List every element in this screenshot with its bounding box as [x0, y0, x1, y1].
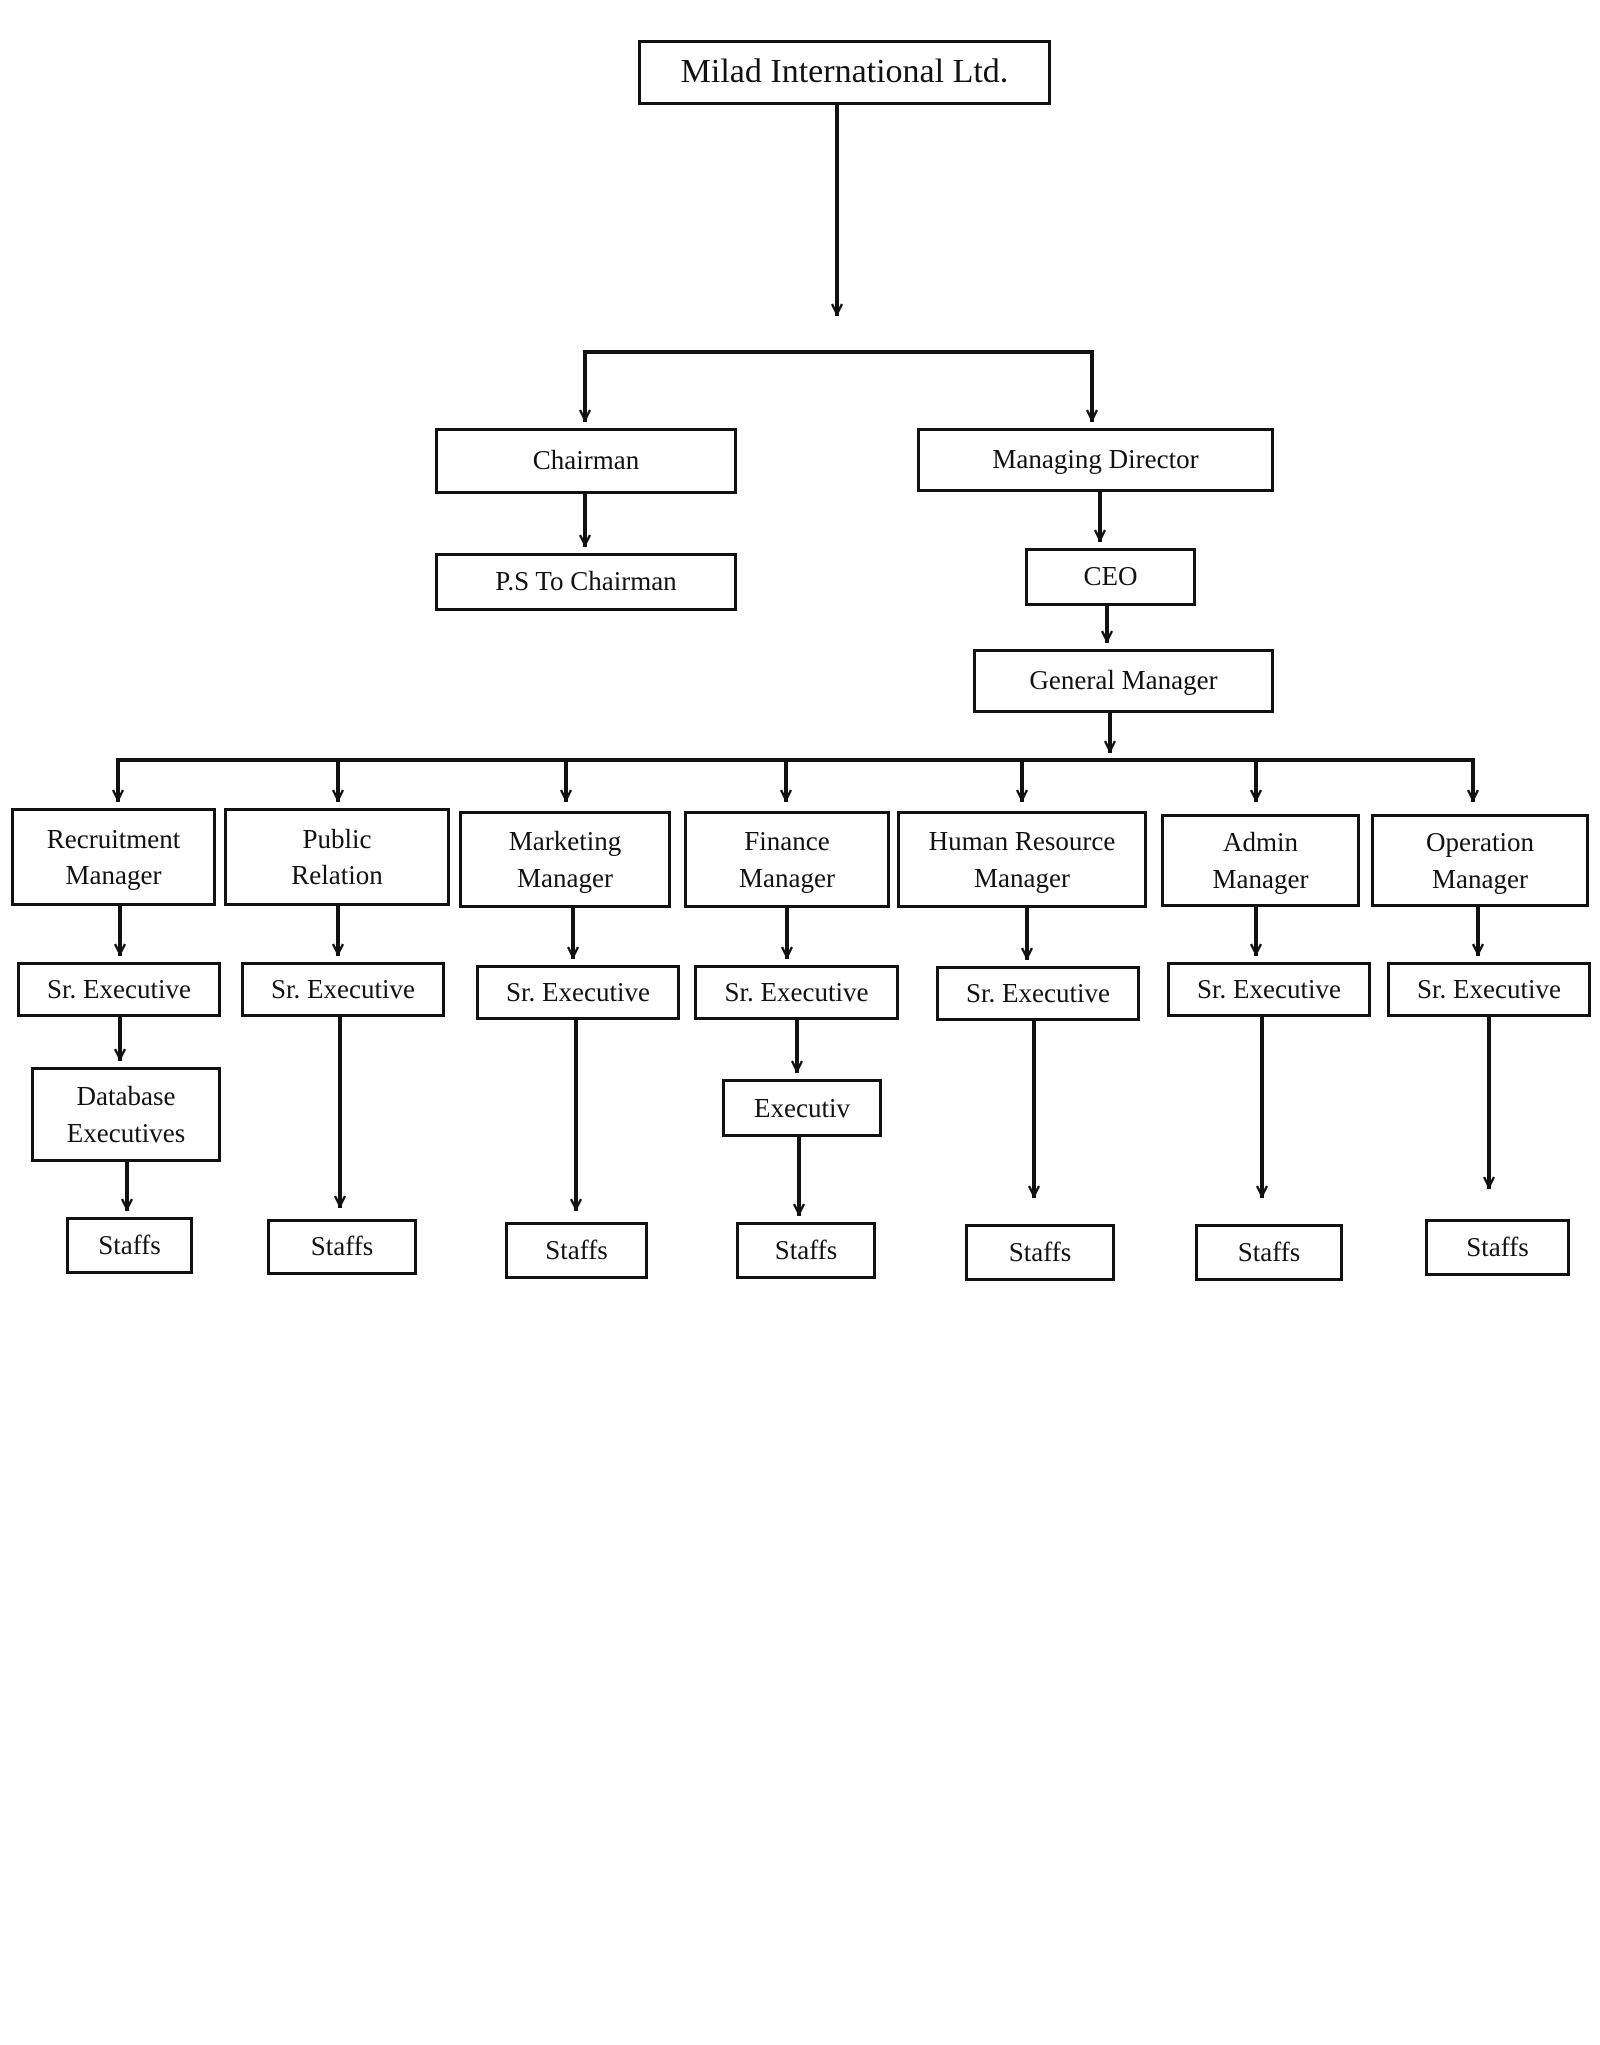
human-resource-manager-label: Human Resource Manager — [928, 826, 1116, 893]
admin-sr-executive-label: Sr. Executive — [1197, 974, 1341, 1005]
finance-staffs-label: Staffs — [774, 1234, 838, 1265]
human-resource-staffs-label: Staffs — [1008, 1236, 1072, 1267]
finance-sr-executive-label: Sr. Executive — [724, 977, 869, 1008]
marketing-sr-executive-label: Sr. Executive — [506, 977, 650, 1008]
managing-director-label: Managing Director — [992, 444, 1199, 475]
marketing-staffs-label: Staffs — [545, 1234, 608, 1265]
ps-to-chairman-box: P.S To Chairman — [435, 553, 737, 611]
finance-manager-box: Finance Manager — [684, 811, 890, 908]
public-relation-sr-executive-box: Sr. Executive — [241, 962, 445, 1017]
public-relation-sr-executive-label: Sr. Executive — [271, 974, 415, 1005]
database-executives-label: Database Executives — [66, 1081, 186, 1148]
admin-manager-box: Admin Manager — [1161, 814, 1360, 907]
admin-staffs-box: Staffs — [1195, 1224, 1343, 1281]
finance-manager-label: Finance Manager — [739, 826, 835, 893]
marketing-staffs-box: Staffs — [505, 1222, 648, 1279]
operation-sr-executive-label: Sr. Executive — [1417, 974, 1561, 1005]
recruitment-staffs-label: Staffs — [98, 1229, 161, 1260]
operation-staffs-label: Staffs — [1466, 1231, 1529, 1262]
human-resource-manager-box: Human Resource Manager — [897, 811, 1147, 908]
ceo-label: CEO — [1083, 561, 1138, 592]
chairman-box: Chairman — [435, 428, 737, 494]
recruitment-manager-label: Recruitment Manager — [46, 823, 181, 890]
recruitment-sr-executive-label: Sr. Executive — [47, 974, 191, 1005]
operation-staffs-box: Staffs — [1425, 1219, 1570, 1276]
recruitment-staffs-box: Staffs — [66, 1217, 193, 1274]
org-root-label: Milad International Ltd. — [680, 53, 1009, 91]
finance-sr-executive-box: Sr. Executive — [694, 965, 899, 1020]
marketing-manager-box: Marketing Manager — [459, 811, 671, 908]
public-relation-box: Public Relation — [224, 808, 450, 906]
admin-manager-label: Admin Manager — [1212, 827, 1309, 894]
public-relation-staffs-box: Staffs — [267, 1219, 417, 1275]
finance-executiv-label: Executiv — [754, 1092, 850, 1123]
chairman-label: Chairman — [532, 445, 640, 476]
admin-staffs-label: Staffs — [1237, 1236, 1301, 1267]
public-relation-staffs-label: Staffs — [310, 1231, 374, 1262]
admin-sr-executive-box: Sr. Executive — [1167, 962, 1371, 1017]
ps-to-chairman-label: P.S To Chairman — [495, 566, 677, 597]
marketing-sr-executive-box: Sr. Executive — [476, 965, 680, 1020]
org-root-box: Milad International Ltd. — [638, 40, 1051, 105]
finance-executiv-box: Executiv — [722, 1079, 882, 1137]
recruitment-manager-box: Recruitment Manager — [11, 808, 216, 906]
database-executives-box: Database Executives — [31, 1067, 221, 1162]
human-resource-sr-executive-label: Sr. Executive — [966, 978, 1110, 1009]
ceo-box: CEO — [1025, 548, 1196, 606]
managing-director-box: Managing Director — [917, 428, 1274, 492]
finance-staffs-box: Staffs — [736, 1222, 876, 1279]
connector-group — [118, 103, 1489, 1216]
operation-manager-label: Operation Manager — [1426, 827, 1534, 894]
marketing-manager-label: Marketing Manager — [508, 826, 622, 893]
operation-manager-box: Operation Manager — [1371, 814, 1589, 907]
public-relation-label: Public Relation — [291, 823, 383, 890]
general-manager-box: General Manager — [973, 649, 1274, 713]
recruitment-sr-executive-box: Sr. Executive — [17, 962, 221, 1017]
operation-sr-executive-box: Sr. Executive — [1387, 962, 1591, 1017]
human-resource-staffs-box: Staffs — [965, 1224, 1115, 1281]
general-manager-label: General Manager — [1029, 665, 1218, 696]
human-resource-sr-executive-box: Sr. Executive — [936, 966, 1140, 1021]
